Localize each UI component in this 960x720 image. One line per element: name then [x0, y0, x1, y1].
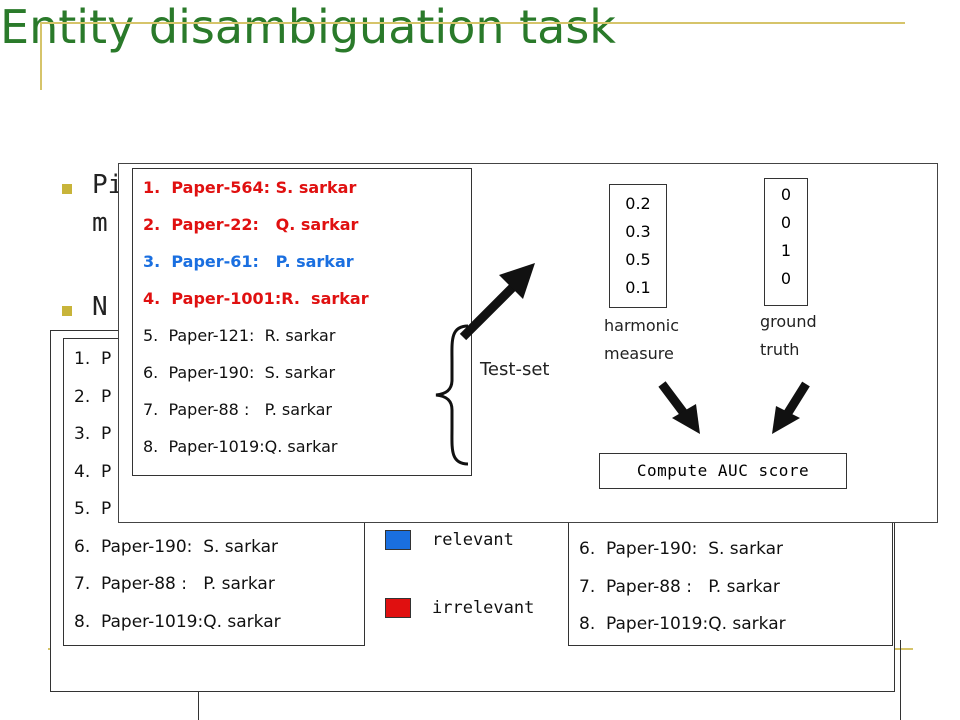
bullet-marker-2	[62, 306, 72, 316]
list-item: 6. Paper-190: S. sarkar	[579, 539, 784, 559]
arrow-up-right-icon	[459, 263, 535, 341]
legend-irrelevant-swatch	[385, 598, 411, 618]
bullet-text-2: N	[92, 292, 108, 322]
list-item-4: 4. Paper-1001:R. sarkar	[143, 289, 369, 308]
list-item-7: 7. Paper-88 : P. sarkar	[143, 400, 333, 419]
top-decoration-line	[40, 22, 905, 24]
legend-relevant-label: relevant	[432, 530, 514, 550]
bottom-vertical-line-left	[198, 692, 199, 720]
test-set-label: Test-set	[480, 359, 550, 380]
list-item-3: 3. Paper-61: P. sarkar	[143, 252, 354, 271]
list-item: 8. Paper-1019:Q. sarkar	[74, 611, 281, 632]
harmonic-value: 0.2	[625, 194, 651, 213]
legend-relevant-swatch	[385, 530, 411, 550]
list-item-1: 1. Paper-564: S. sarkar	[143, 178, 357, 197]
truth-value: 0	[780, 213, 792, 232]
truth-value: 0	[780, 185, 792, 204]
harmonic-value: 0.3	[625, 222, 651, 241]
arrow-down-icon	[658, 381, 700, 434]
truth-value: 0	[780, 269, 792, 288]
list-item: 1. P	[74, 349, 112, 369]
list-item: 4. P	[74, 461, 112, 482]
list-item: 7. Paper-88 : P. sarkar	[74, 574, 275, 594]
harmonic-value: 0.1	[625, 278, 651, 297]
harmonic-measure-values: 0.2 0.3 0.5 0.1	[609, 184, 667, 308]
arrow-down-icon	[772, 381, 810, 434]
list-item: 8. Paper-1019:Q. sarkar	[579, 614, 786, 634]
list-item: 3. P	[74, 424, 112, 444]
list-item-2: 2. Paper-22: Q. sarkar	[143, 215, 359, 234]
list-item: 5. P	[74, 499, 112, 519]
slide-title: Entity disambiguation task	[0, 0, 616, 54]
list-item-8: 8. Paper-1019:Q. sarkar	[143, 437, 338, 456]
ground-truth-label: ground truth	[760, 312, 817, 359]
list-item: 2. P	[74, 386, 112, 407]
bullet-marker-1	[62, 184, 72, 194]
left-decoration-line	[40, 22, 42, 90]
list-item-6: 6. Paper-190: S. sarkar	[143, 363, 336, 382]
truth-value: 1	[780, 241, 792, 260]
bottom-vertical-line-right	[900, 640, 901, 720]
ground-truth-values: 0 0 1 0	[764, 178, 808, 306]
list-item: 7. Paper-88 : P. sarkar	[579, 576, 780, 597]
legend-irrelevant-label: irrelevant	[432, 598, 535, 618]
bullet-text-1-line2: m	[92, 208, 108, 238]
compute-auc-score-button[interactable]: Compute AUC score	[599, 453, 847, 489]
harmonic-value: 0.5	[625, 250, 651, 269]
test-set-ranked-list: 1. Paper-564: S. sarkar 2. Paper-22: Q. …	[132, 168, 472, 476]
list-item-5: 5. Paper-121: R. sarkar	[143, 326, 336, 345]
list-item: 6. Paper-190: S. sarkar	[74, 536, 279, 557]
curly-brace-icon	[435, 324, 469, 466]
harmonic-measure-label: harmonic measure	[604, 316, 679, 363]
